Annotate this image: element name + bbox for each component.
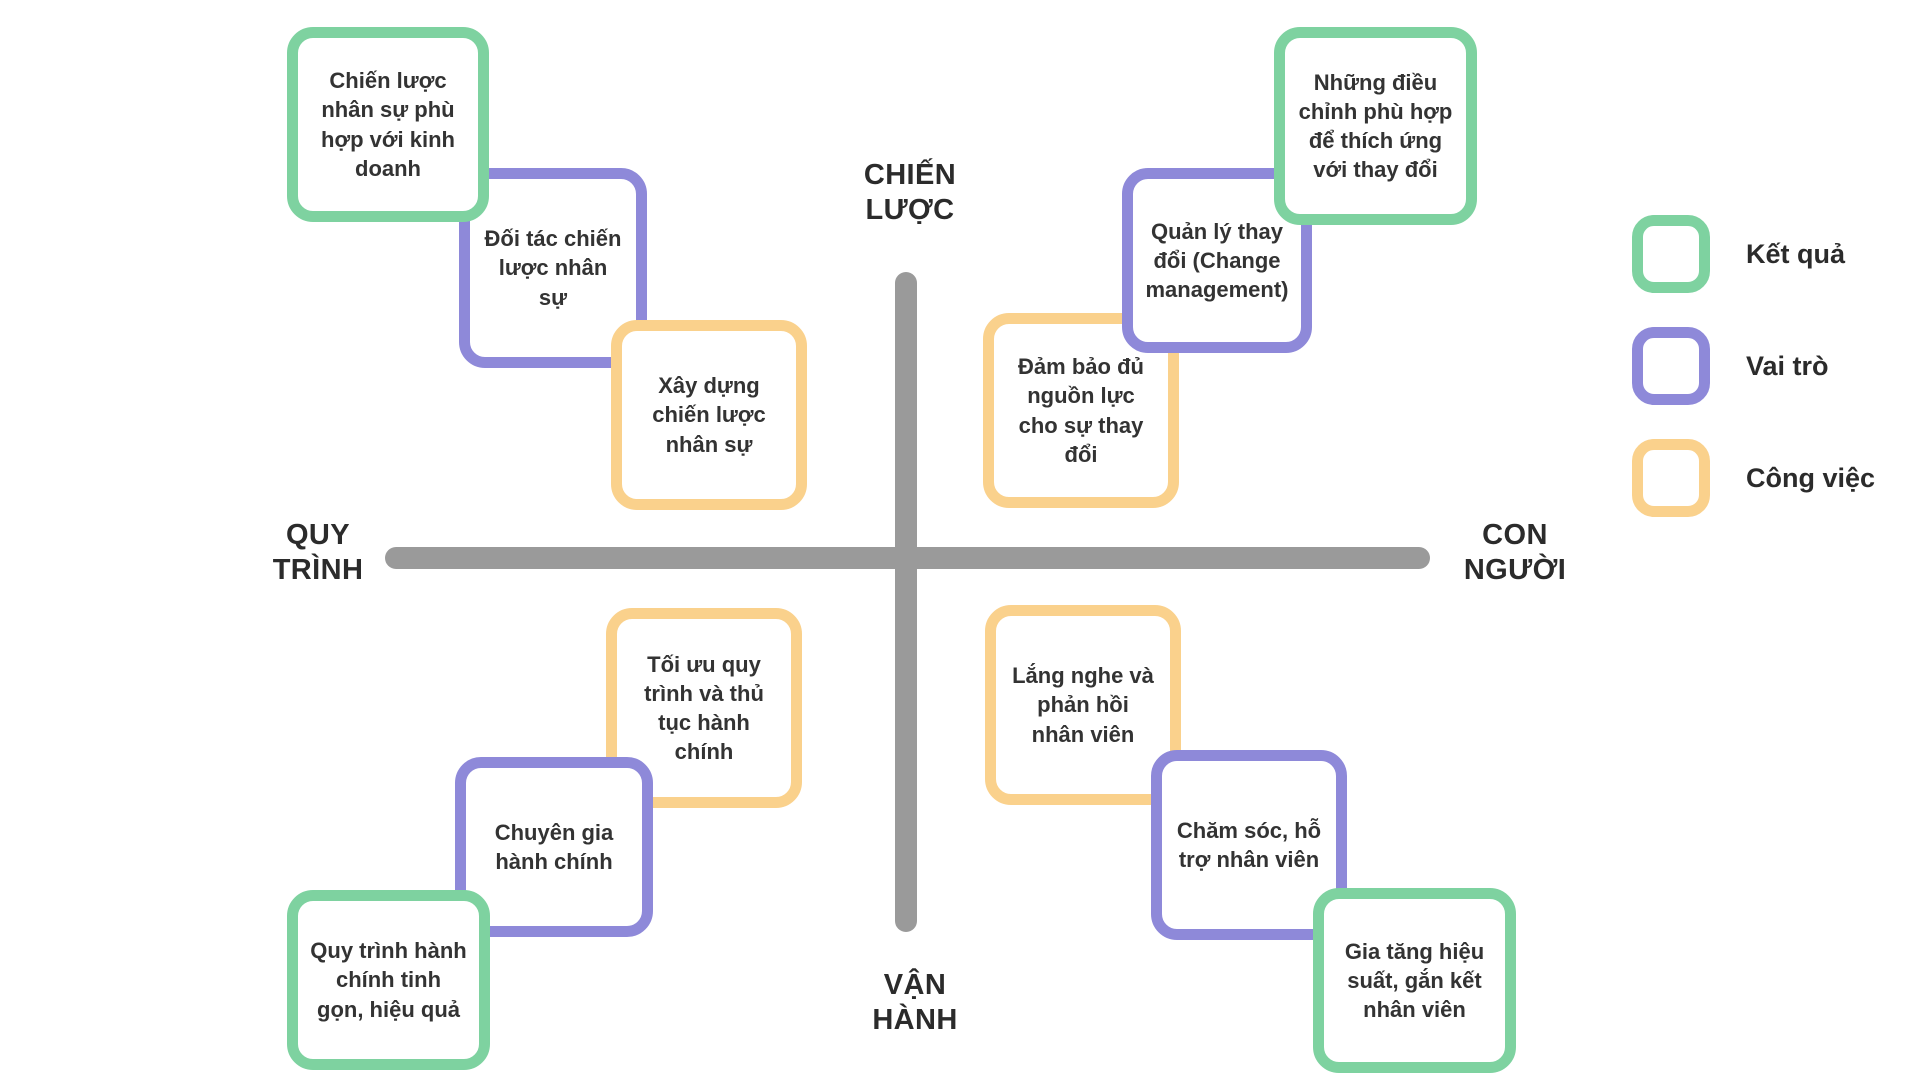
card-label: Đối tác chiến lược nhân sự <box>484 226 622 310</box>
card-label: Gia tăng hiệu suất, gắn kết nhân viên <box>1344 938 1485 1023</box>
card-adjustments-to-adapt-change[interactable]: Những điều chỉnh phù hợp để thích ứng vớ… <box>1274 27 1477 225</box>
card-label: Chiến lược nhân sự phù hợp với kinh doan… <box>321 68 455 181</box>
legend-label-role: Vai trò <box>1746 350 1829 381</box>
card-increase-performance-engagement[interactable]: Gia tăng hiệu suất, gắn kết nhân viên <box>1313 888 1516 1073</box>
legend-item-role[interactable]: Vai trò <box>1632 310 1912 422</box>
legend-label-task: Công việc <box>1746 462 1876 493</box>
legend-label-outcome: Kết quả <box>1746 238 1846 269</box>
axis-label-people: CON NGƯỜI <box>1463 519 1567 587</box>
card-label: Xây dựng chiến lược nhân sự <box>652 373 766 457</box>
card-label: Chuyên gia hành chính <box>494 819 614 874</box>
legend-item-task[interactable]: Công việc <box>1632 422 1912 534</box>
card-lean-admin-process[interactable]: Quy trình hành chính tinh gọn, hiệu quả <box>287 890 490 1070</box>
legend-swatch-purple-icon <box>1632 327 1710 405</box>
axis-label-operational: VẬN HÀNH <box>872 969 958 1037</box>
card-change-management[interactable]: Quản lý thay đổi (Change management) <box>1122 168 1312 353</box>
card-hr-strategy-aligned-business[interactable]: Chiến lược nhân sự phù hợp với kinh doan… <box>287 27 489 222</box>
card-strategic-hr-partner[interactable]: Đối tác chiến lược nhân sự <box>459 168 647 368</box>
legend-swatch-orange-icon <box>1632 439 1710 517</box>
card-label: Quản lý thay đổi (Change management) <box>1145 218 1289 303</box>
card-listen-and-respond-employees[interactable]: Lắng nghe và phản hồi nhân viên <box>985 605 1181 805</box>
card-label: Những điều chỉnh phù hợp để thích ứng vớ… <box>1298 69 1453 183</box>
card-label: Quy trình hành chính tinh gọn, hiệu quả <box>310 938 467 1022</box>
legend-item-outcome[interactable]: Kết quả <box>1632 198 1912 310</box>
card-label: Đảm bảo đủ nguồn lực cho sự thay đổi <box>1018 354 1144 467</box>
card-build-hr-strategy[interactable]: Xây dựng chiến lược nhân sự <box>611 320 807 510</box>
card-label: Lắng nghe và phản hồi nhân viên <box>1012 663 1154 747</box>
vertical-axis-bar <box>895 272 917 932</box>
legend: Kết quả Vai trò Công việc <box>1632 198 1912 534</box>
horizontal-axis-bar <box>385 547 1430 569</box>
card-label: Chăm sóc, hỗ trợ nhân viên <box>1176 817 1322 872</box>
axis-label-strategic: CHIẾN LƯỢC <box>863 159 957 227</box>
legend-swatch-green-icon <box>1632 215 1710 293</box>
card-label: Tối ưu quy trình và thủ tục hành chính <box>644 651 764 765</box>
axis-label-process: QUY TRÌNH <box>272 519 364 587</box>
card-optimize-admin-process[interactable]: Tối ưu quy trình và thủ tục hành chính <box>606 608 802 808</box>
